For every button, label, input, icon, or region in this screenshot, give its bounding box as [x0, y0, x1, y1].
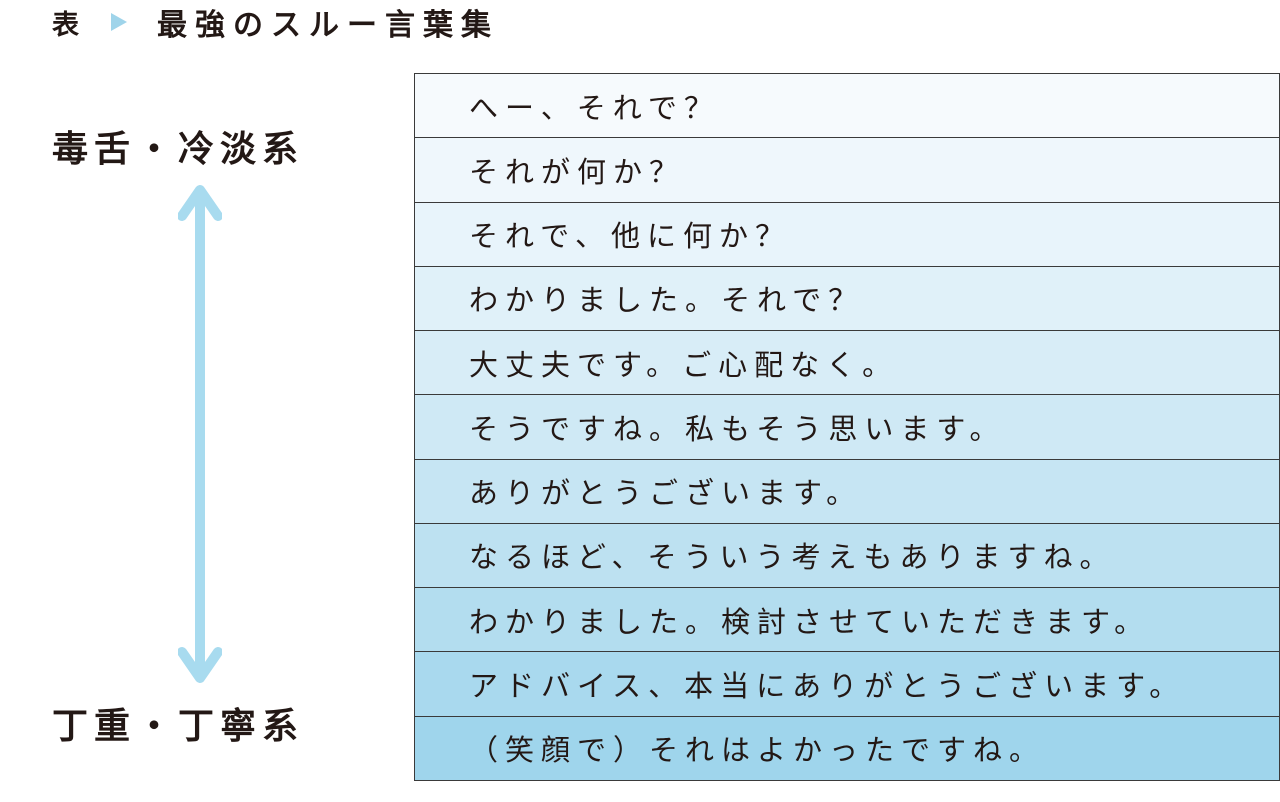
table-row: なるほど、そういう考えもありますね。: [415, 522, 1279, 588]
scale-bottom-label: 丁重・丁寧系: [52, 706, 305, 747]
table-row: へー、それで？: [415, 74, 1279, 138]
double-arrow-icon: [178, 185, 222, 683]
table-title: 表 最強のスルー言葉集: [52, 2, 499, 43]
scale-top-label: 毒舌・冷淡系: [52, 129, 305, 170]
table-row: アドバイス、本当にありがとうございます。: [415, 651, 1279, 716]
phrase-table: へー、それで？それが何か？それで、他に何か？わかりました。それで？大丈夫です。ご…: [414, 73, 1280, 781]
title-text: 最強のスルー言葉集: [157, 8, 499, 43]
table-row: そうですね。私もそう思います。: [415, 394, 1279, 459]
triangle-marker-icon: [111, 13, 127, 31]
table-row: わかりました。検討させていただきます。: [415, 587, 1279, 652]
table-label: 表: [52, 9, 81, 41]
table-row: わかりました。それで？: [415, 265, 1279, 331]
table-row: ありがとうございます。: [415, 458, 1279, 523]
table-row: （笑顔で）それはよかったですね。: [415, 715, 1279, 780]
table-row: それが何か？: [415, 137, 1279, 202]
table-row: 大丈夫です。ご心配なく。: [415, 330, 1279, 395]
table-row: それで、他に何か？: [415, 201, 1279, 266]
